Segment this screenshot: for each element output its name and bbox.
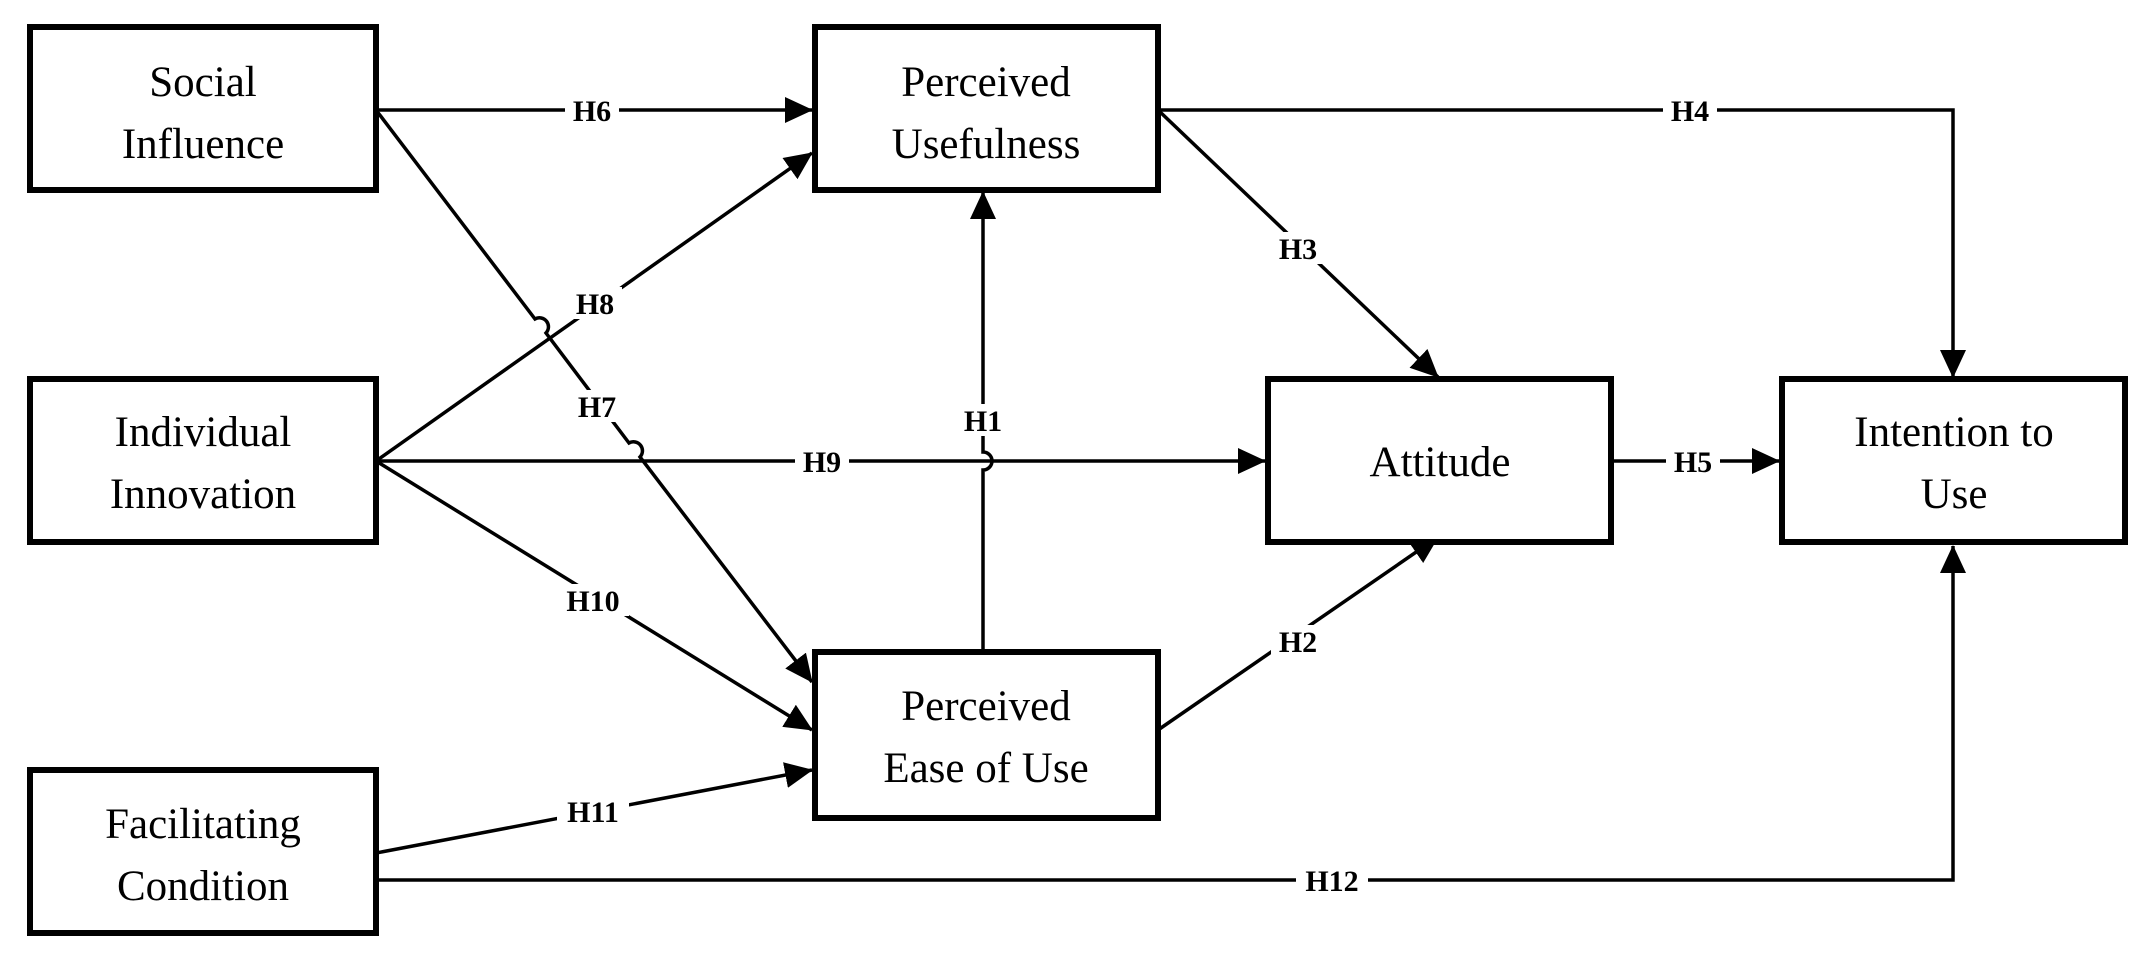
svg-text:H9: H9 — [803, 446, 841, 479]
node-perceived-ease-of-use: Perceived Ease of Use — [812, 649, 1161, 821]
svg-text:Use: Use — [1921, 471, 1988, 518]
node-attitude: Attitude — [1265, 376, 1614, 545]
node-social-influence: Social Influence — [27, 24, 379, 193]
svg-text:Perceived: Perceived — [901, 683, 1071, 730]
label-h1: H1 — [956, 404, 1010, 438]
svg-text:H3: H3 — [1279, 233, 1317, 266]
svg-text:H5: H5 — [1674, 446, 1712, 479]
label-h10: H10 — [557, 584, 629, 618]
svg-text:Facilitating: Facilitating — [105, 801, 301, 848]
svg-text:H1: H1 — [964, 405, 1002, 438]
svg-text:Intention to: Intention to — [1854, 409, 2053, 456]
svg-text:Perceived: Perceived — [901, 59, 1071, 106]
svg-text:H11: H11 — [567, 796, 619, 829]
label-h5: H5 — [1666, 445, 1720, 479]
svg-text:Usefulness: Usefulness — [892, 121, 1081, 168]
svg-text:H6: H6 — [573, 95, 611, 128]
svg-text:Influence: Influence — [122, 121, 284, 168]
svg-text:H2: H2 — [1279, 626, 1317, 659]
svg-text:H8: H8 — [576, 288, 614, 321]
svg-text:H12: H12 — [1305, 865, 1358, 898]
label-h12: H12 — [1296, 864, 1368, 898]
svg-text:H10: H10 — [566, 585, 619, 618]
label-h6: H6 — [565, 94, 619, 128]
edge-labels: H6 H4 H3 H8 H7 H1 H9 H5 — [557, 94, 1720, 898]
svg-text:Condition: Condition — [117, 863, 289, 910]
label-h3: H3 — [1271, 232, 1325, 266]
node-intention-to-use: Intention to Use — [1779, 376, 2128, 545]
label-h8: H8 — [568, 287, 622, 321]
node-individual-innovation: Individual Innovation — [27, 376, 379, 545]
svg-text:Attitude: Attitude — [1370, 439, 1511, 486]
label-h4: H4 — [1663, 94, 1717, 128]
edge-h7 — [374, 108, 814, 684]
edges — [374, 97, 1966, 882]
svg-text:Innovation: Innovation — [110, 471, 296, 518]
edge-h12 — [376, 545, 1966, 882]
label-h9: H9 — [795, 445, 849, 479]
svg-text:H4: H4 — [1671, 95, 1709, 128]
edge-h4 — [1158, 108, 1966, 378]
svg-text:H7: H7 — [578, 391, 616, 424]
label-h11: H11 — [557, 795, 629, 829]
svg-text:Ease of Use: Ease of Use — [883, 745, 1088, 792]
node-facilitating-condition: Facilitating Condition — [27, 767, 379, 936]
svg-text:Individual: Individual — [115, 409, 292, 456]
node-perceived-usefulness: Perceived Usefulness — [812, 24, 1161, 193]
label-h2: H2 — [1271, 625, 1325, 659]
nodes: Social Influence Individual Innovation F… — [27, 24, 2128, 936]
svg-text:Social: Social — [149, 59, 257, 106]
label-h7: H7 — [570, 390, 624, 424]
